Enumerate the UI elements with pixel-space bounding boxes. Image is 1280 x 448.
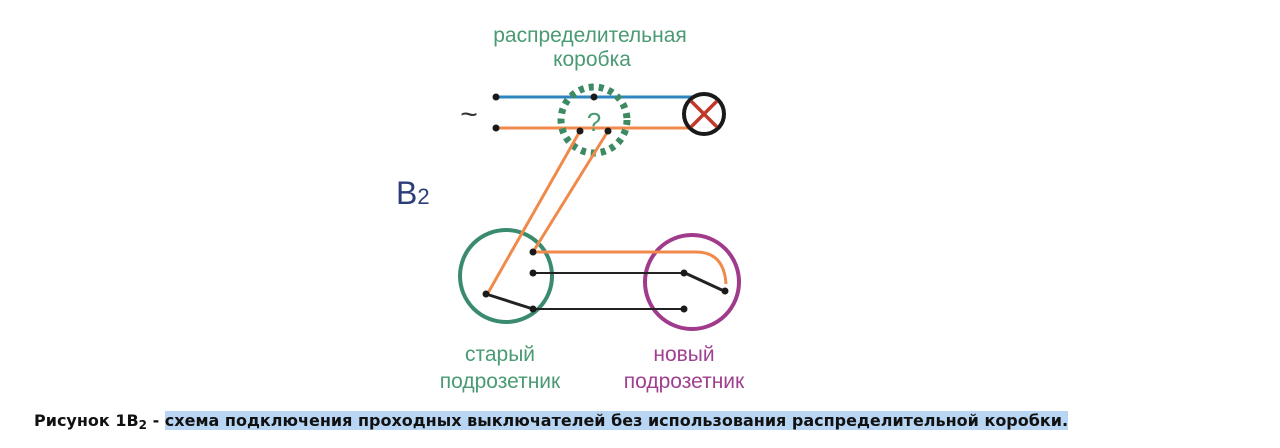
- new-box-label-line1: новый: [653, 343, 714, 366]
- caption-dash: -: [147, 411, 165, 430]
- terminal-dot: [492, 93, 500, 101]
- terminal-dots: [482, 93, 729, 313]
- terminal-dot: [680, 269, 688, 277]
- terminal-dot: [529, 305, 537, 313]
- unknown-connection-mark: ?: [587, 107, 601, 137]
- caption-text: схема подключения проходных выключателей…: [164, 411, 1069, 430]
- terminal-dot: [590, 93, 598, 101]
- new-switch-lever: [684, 271, 725, 293]
- terminal-dot: [576, 127, 584, 135]
- terminal-dot: [529, 269, 537, 277]
- terminal-dot: [529, 248, 537, 256]
- old-switch-lever: [485, 292, 534, 311]
- lamp-cross-2: [689, 99, 719, 129]
- junction-box-label-line2: коробка: [553, 48, 631, 71]
- old-socket-box-circle: [458, 228, 554, 324]
- new-socket-box-circle: [643, 233, 741, 331]
- old-box-label-line2: подрозетник: [440, 370, 561, 393]
- b2-label: B2: [396, 175, 430, 211]
- terminal-dot: [492, 124, 500, 132]
- old-box-label-line1: старый: [465, 343, 535, 366]
- caption-subscript: 2: [138, 418, 148, 432]
- caption-prefix: Рисунок 1B: [34, 411, 139, 430]
- terminal-dot: [604, 127, 612, 135]
- orange-wire-diagonal-2: [531, 130, 610, 253]
- terminal-dot: [680, 305, 688, 313]
- junction-box-label-line1: распределительная: [493, 24, 687, 47]
- orange-wire-diagonal-1: [486, 130, 582, 294]
- orange-wire-to-new-switch: [533, 250, 728, 285]
- new-box-label-line2: подрозетник: [624, 370, 745, 393]
- figure-caption: Рисунок 1B2 - схема подключения проходны…: [34, 411, 1069, 432]
- ac-source-symbol: ~: [460, 98, 478, 131]
- terminal-dot: [482, 290, 490, 298]
- terminal-dot: [721, 287, 729, 295]
